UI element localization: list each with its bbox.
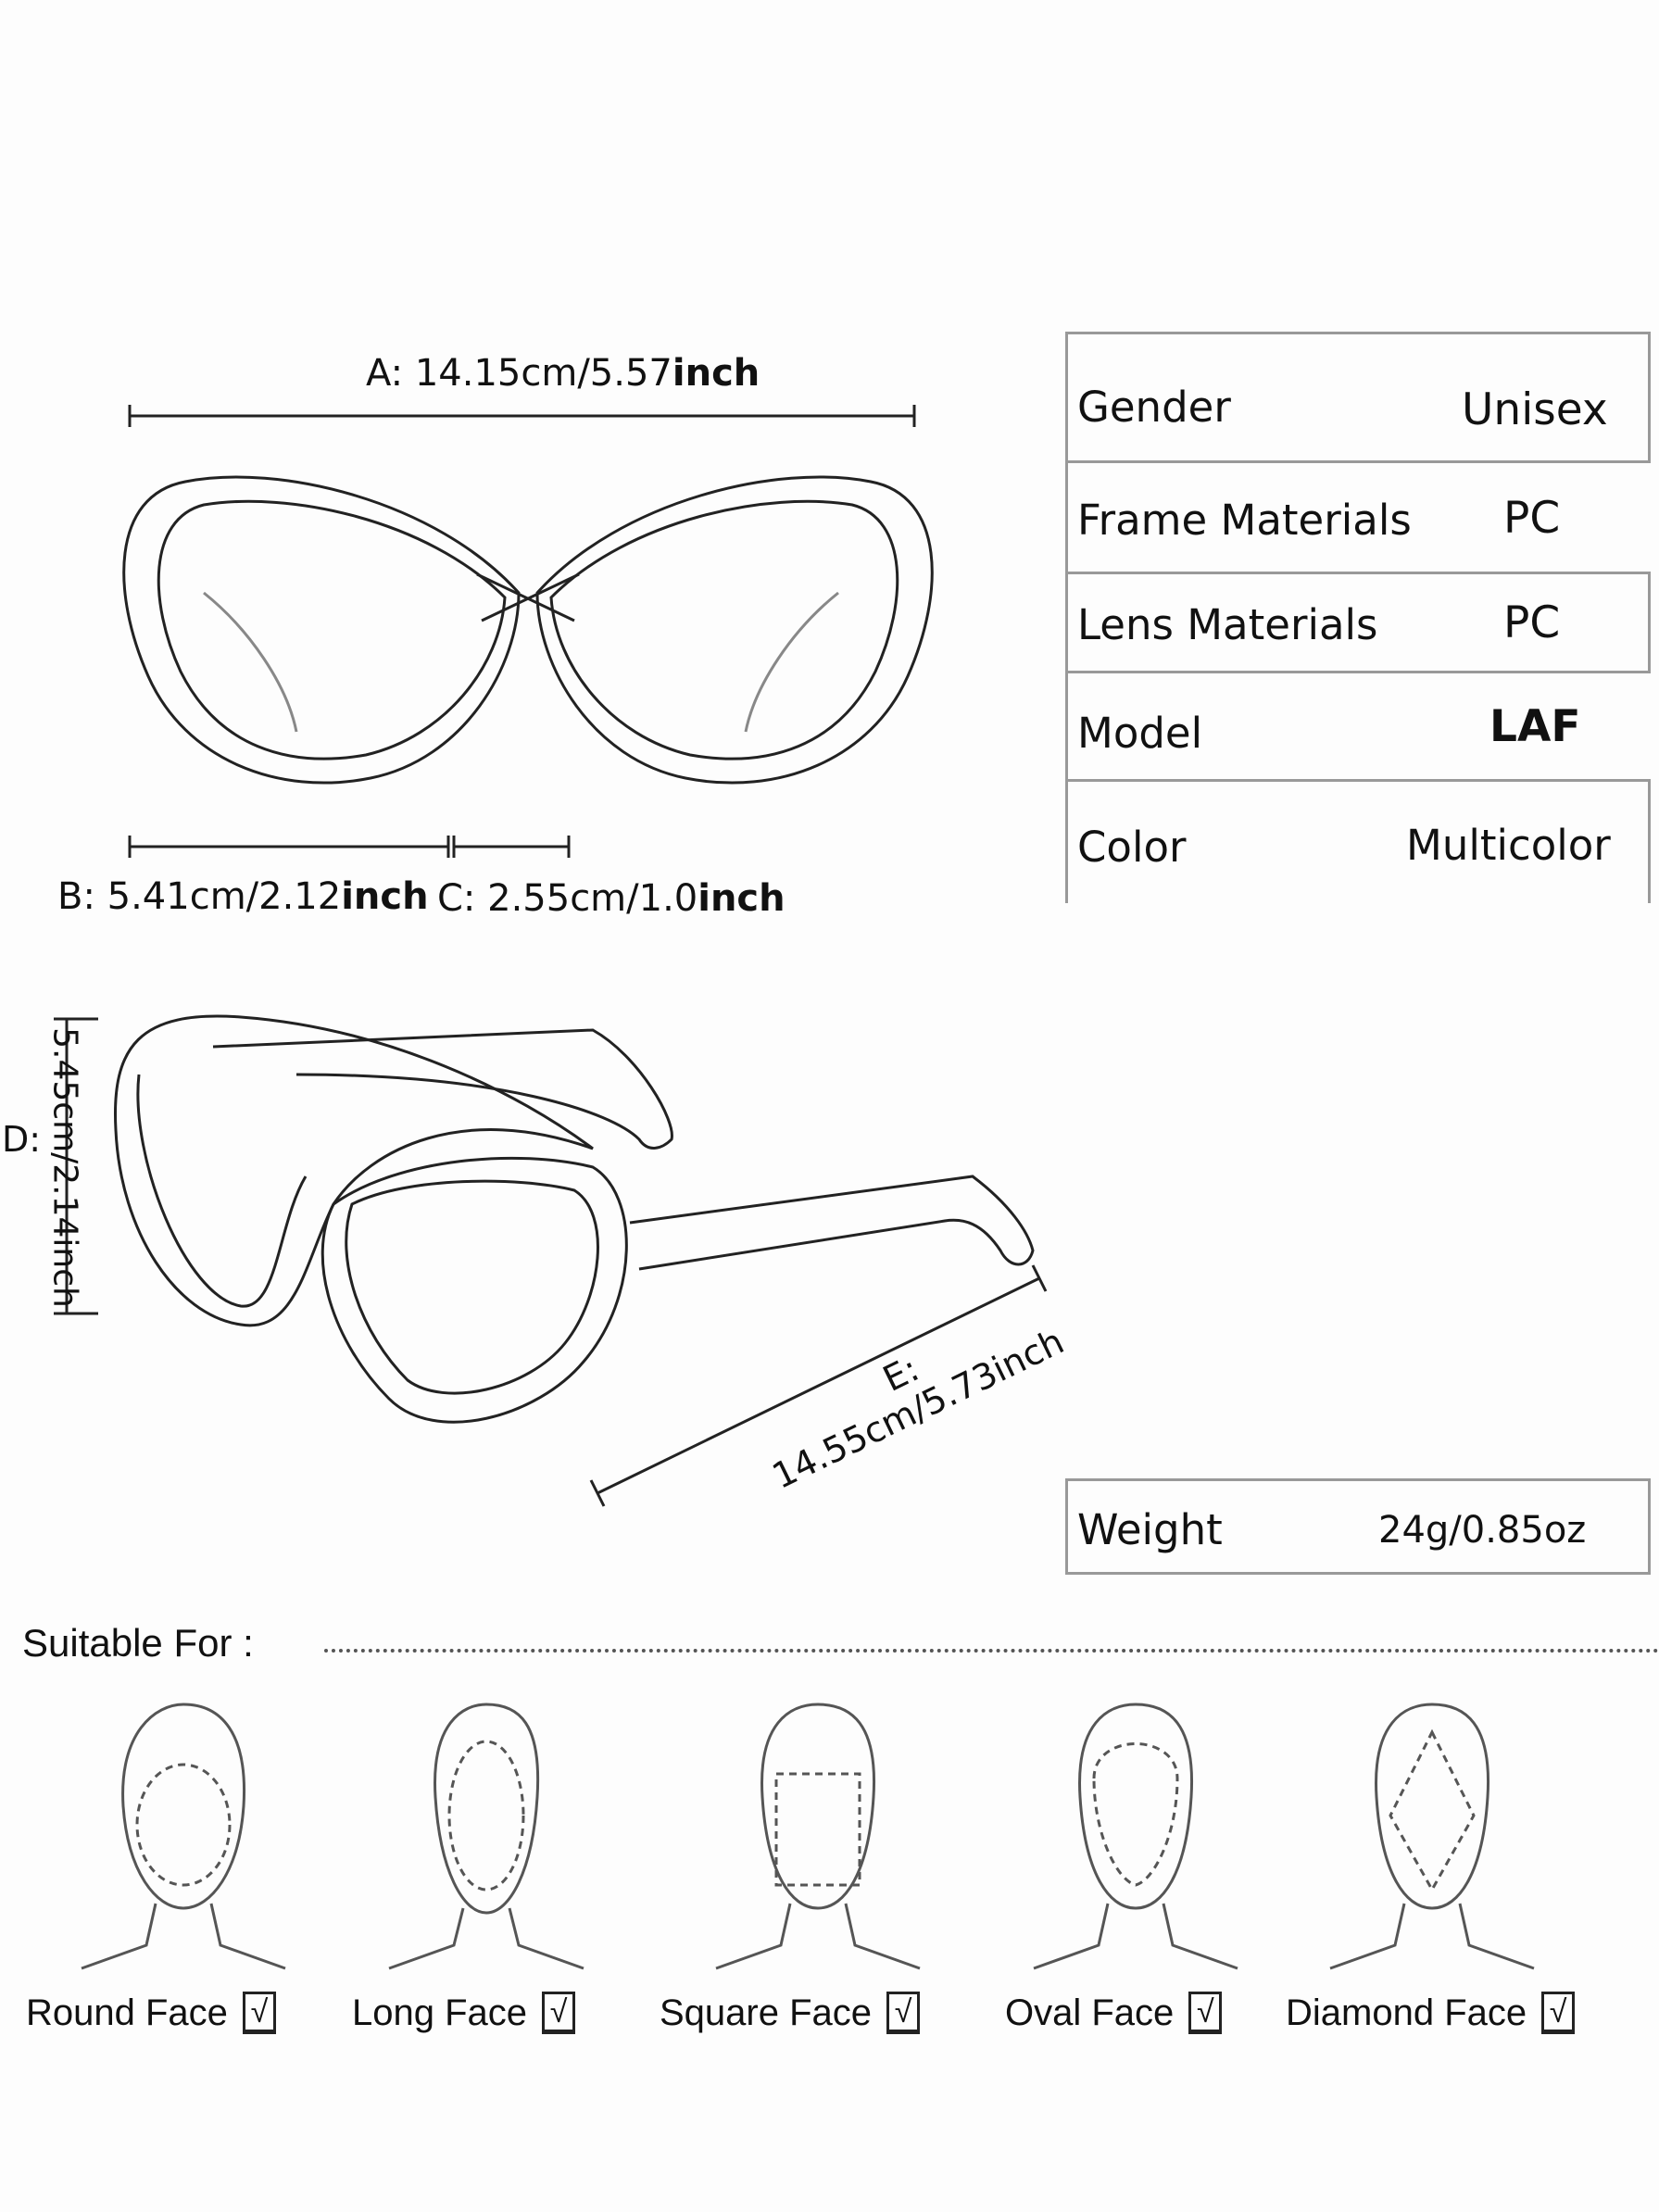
- face-illustrations: [81, 1703, 1535, 1970]
- long-face-icon: [388, 1703, 584, 1970]
- spec-row-lens-materials: Lens Materials PC: [1065, 572, 1651, 673]
- dimension-d-label: 5.45cm/2.14inch: [45, 1027, 84, 1308]
- dotted-divider: [324, 1649, 1659, 1653]
- spec-row-model: Model LAF: [1065, 673, 1651, 779]
- face-option-oval: Oval Face √: [1005, 1992, 1223, 2034]
- spec-label: Gender: [1077, 383, 1231, 432]
- dimension-c-label: C: 2.55cm/1.0inch: [437, 877, 786, 920]
- weight-value: 24g/0.85oz: [1378, 1509, 1587, 1552]
- spec-label: Lens Materials: [1077, 600, 1378, 649]
- glasses-side-view: [113, 1014, 1035, 1424]
- face-option-diamond: Diamond Face √: [1286, 1992, 1576, 2034]
- dimension-value: 5.41cm/2.12: [107, 875, 342, 918]
- weight-label: Weight: [1077, 1505, 1223, 1554]
- spec-value: PC: [1503, 597, 1561, 648]
- dimension-unit: inch: [698, 877, 786, 920]
- oval-face-icon: [1033, 1703, 1238, 1970]
- face-label: Long Face: [352, 1992, 528, 2033]
- dimension-letter: C:: [437, 877, 476, 920]
- spec-label: Frame Materials: [1077, 496, 1412, 545]
- round-face-icon: [81, 1703, 286, 1970]
- face-option-long: Long Face √: [352, 1992, 576, 2034]
- dimension-e-label: E: 14.55cm/5.73inch: [749, 1287, 1070, 1497]
- dimension-a-label: A: 14.15cm/5.57inch: [366, 352, 760, 395]
- spec-value: LAF: [1489, 701, 1581, 752]
- spec-row-gender: Gender Unisex: [1065, 332, 1651, 463]
- face-option-square: Square Face √: [660, 1992, 921, 2034]
- spec-value: PC: [1503, 493, 1561, 544]
- diamond-face-icon: [1329, 1703, 1535, 1970]
- checkbox-checked-icon: √: [886, 1992, 921, 2034]
- weight-row: Weight 24g/0.85oz: [1065, 1478, 1651, 1575]
- dimension-letter: A:: [366, 352, 404, 395]
- dimension-a-line: [54, 405, 1048, 1507]
- square-face-icon: [715, 1703, 921, 1970]
- dimension-b-label: B: 5.41cm/2.12inch: [57, 875, 429, 918]
- spec-row-frame-materials: Frame Materials PC: [1065, 463, 1651, 572]
- face-label: Round Face: [26, 1992, 228, 2033]
- dimension-letter: B:: [57, 875, 95, 918]
- suitable-for-title: Suitable For :: [22, 1621, 254, 1665]
- dimension-d-letter: D:: [2, 1119, 42, 1160]
- face-label: Diamond Face: [1286, 1992, 1527, 2033]
- dimension-unit: inch: [672, 352, 760, 395]
- dimension-value: 14.15cm/5.57: [414, 352, 672, 395]
- checkbox-checked-icon: √: [242, 1992, 276, 2034]
- spec-label: Model: [1077, 709, 1203, 758]
- face-label: Square Face: [660, 1992, 873, 2033]
- glasses-front-view: [122, 475, 934, 785]
- spec-value: Multicolor: [1406, 821, 1611, 870]
- checkbox-checked-icon: √: [542, 1992, 576, 2034]
- spec-value: Unisex: [1462, 384, 1608, 435]
- checkbox-checked-icon: √: [1541, 1992, 1576, 2034]
- spec-label: Color: [1077, 823, 1187, 872]
- spec-row-color: Color Multicolor: [1065, 779, 1651, 903]
- face-label: Oval Face: [1005, 1992, 1175, 2033]
- checkbox-checked-icon: √: [1188, 1992, 1223, 2034]
- dimension-unit: inch: [341, 875, 429, 918]
- dimension-value: 2.55cm/1.0: [487, 877, 698, 920]
- face-option-round: Round Face √: [26, 1992, 276, 2034]
